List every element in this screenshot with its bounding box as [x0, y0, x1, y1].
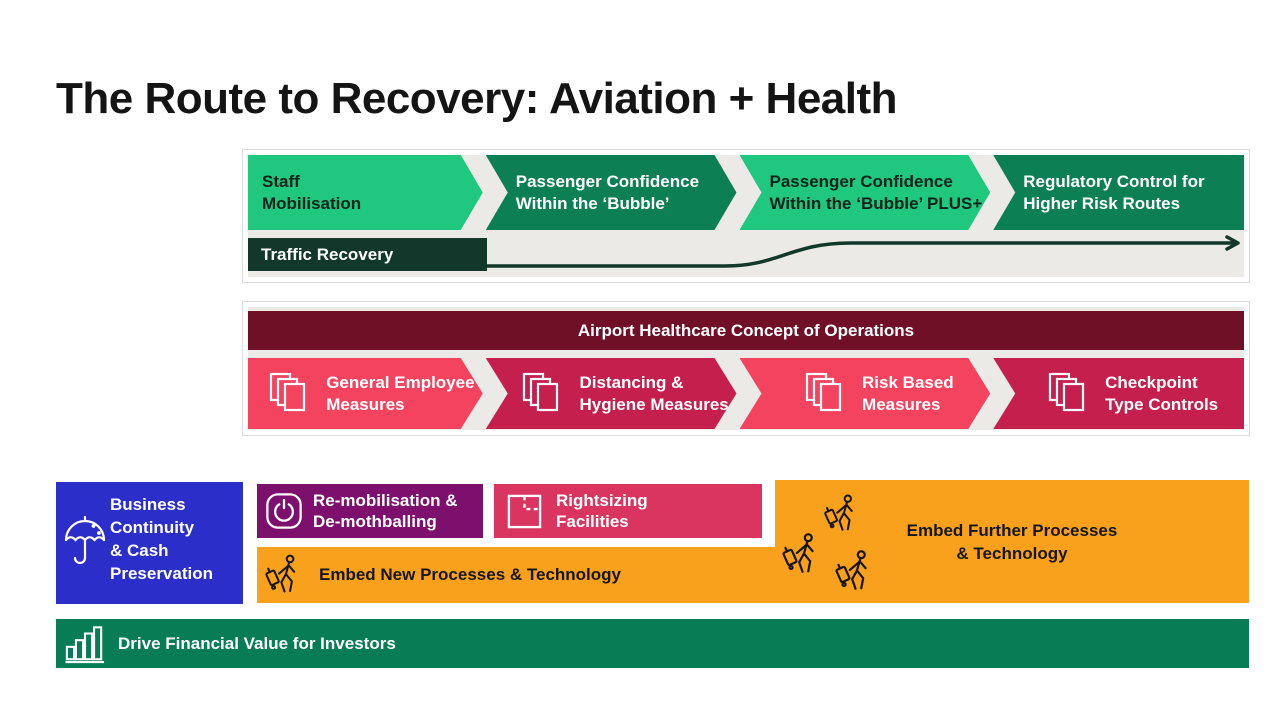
rightsizing-box: Rightsizing Facilities — [494, 484, 762, 538]
page-title: The Route to Recovery: Aviation + Health — [56, 74, 898, 124]
embed-further-processes-box: Embed Further Processes & Technology — [775, 480, 1249, 603]
measure-risk-based: Risk Based Measures — [740, 358, 991, 429]
traveller-with-luggage-icon — [782, 533, 814, 573]
measure-label: General Employee Measures — [326, 372, 475, 414]
stacked-pages-icon — [804, 371, 850, 417]
traveller-with-luggage-icon — [824, 494, 853, 531]
healthcare-panel: Airport Healthcare Concept of Operations… — [243, 302, 1249, 435]
stacked-pages-icon — [521, 371, 567, 417]
measure-label: Risk Based Measures — [862, 372, 954, 414]
traveller-with-luggage-icon — [835, 550, 867, 590]
measure-label: Distancing & Hygiene Measures — [579, 372, 729, 414]
traveller-with-luggage-icon — [265, 554, 296, 593]
healthcare-measure-row: General Employee Measures Distancing & H… — [248, 358, 1244, 429]
power-icon — [266, 493, 302, 529]
journey-stage-row: Staff Mobilisation Passenger Confidence … — [248, 155, 1244, 230]
embed-further-processes-label: Embed Further Processes & Technology — [906, 520, 1118, 563]
journey-stage-passenger-confidence-bubble-plus: Passenger Confidence Within the ‘Bubble’… — [740, 155, 991, 230]
journey-panel: Staff Mobilisation Passenger Confidence … — [243, 150, 1249, 282]
journey-stage-passenger-confidence-bubble: Passenger Confidence Within the ‘Bubble’ — [486, 155, 737, 230]
journey-stage-staff-mobilisation: Staff Mobilisation — [248, 155, 483, 230]
measure-distancing-hygiene: Distancing & Hygiene Measures — [486, 358, 737, 429]
business-continuity-box: Business Continuity & Cash Preservation — [56, 482, 243, 604]
healthcare-banner-label: Airport Healthcare Concept of Operations — [577, 320, 915, 340]
traffic-trend-arrow-icon — [487, 235, 1240, 268]
floor-plan-icon — [507, 494, 542, 528]
measure-checkpoint-controls: Checkpoint Type Controls — [993, 358, 1244, 429]
traffic-recovery-bar: Traffic Recovery — [248, 238, 487, 271]
stacked-pages-icon — [1049, 372, 1085, 411]
journey-stage-regulatory-control: Regulatory Control for Higher Risk Route… — [993, 155, 1244, 230]
stacked-pages-icon — [268, 371, 314, 417]
healthcare-banner: Airport Healthcare Concept of Operations — [248, 311, 1244, 350]
financial-value-bar: Drive Financial Value for Investors — [56, 619, 1249, 668]
bar-chart-icon — [65, 625, 105, 663]
rightsizing-label: Rightsizing Facilities — [556, 491, 648, 531]
measure-label: Checkpoint Type Controls — [1105, 372, 1219, 414]
remobilisation-box: Re-mobilisation & De-mothballing — [257, 484, 483, 538]
remobilisation-label: Re-mobilisation & De-mothballing — [313, 491, 458, 531]
embed-new-processes-label: Embed New Processes & Technology — [319, 565, 621, 584]
traffic-recovery-label: Traffic Recovery — [261, 244, 394, 264]
measure-general-employee: General Employee Measures — [248, 358, 483, 429]
financial-value-label: Drive Financial Value for Investors — [118, 633, 396, 653]
umbrella-rain-icon — [64, 515, 106, 565]
business-continuity-label: Business Continuity & Cash Preservation — [110, 495, 213, 583]
